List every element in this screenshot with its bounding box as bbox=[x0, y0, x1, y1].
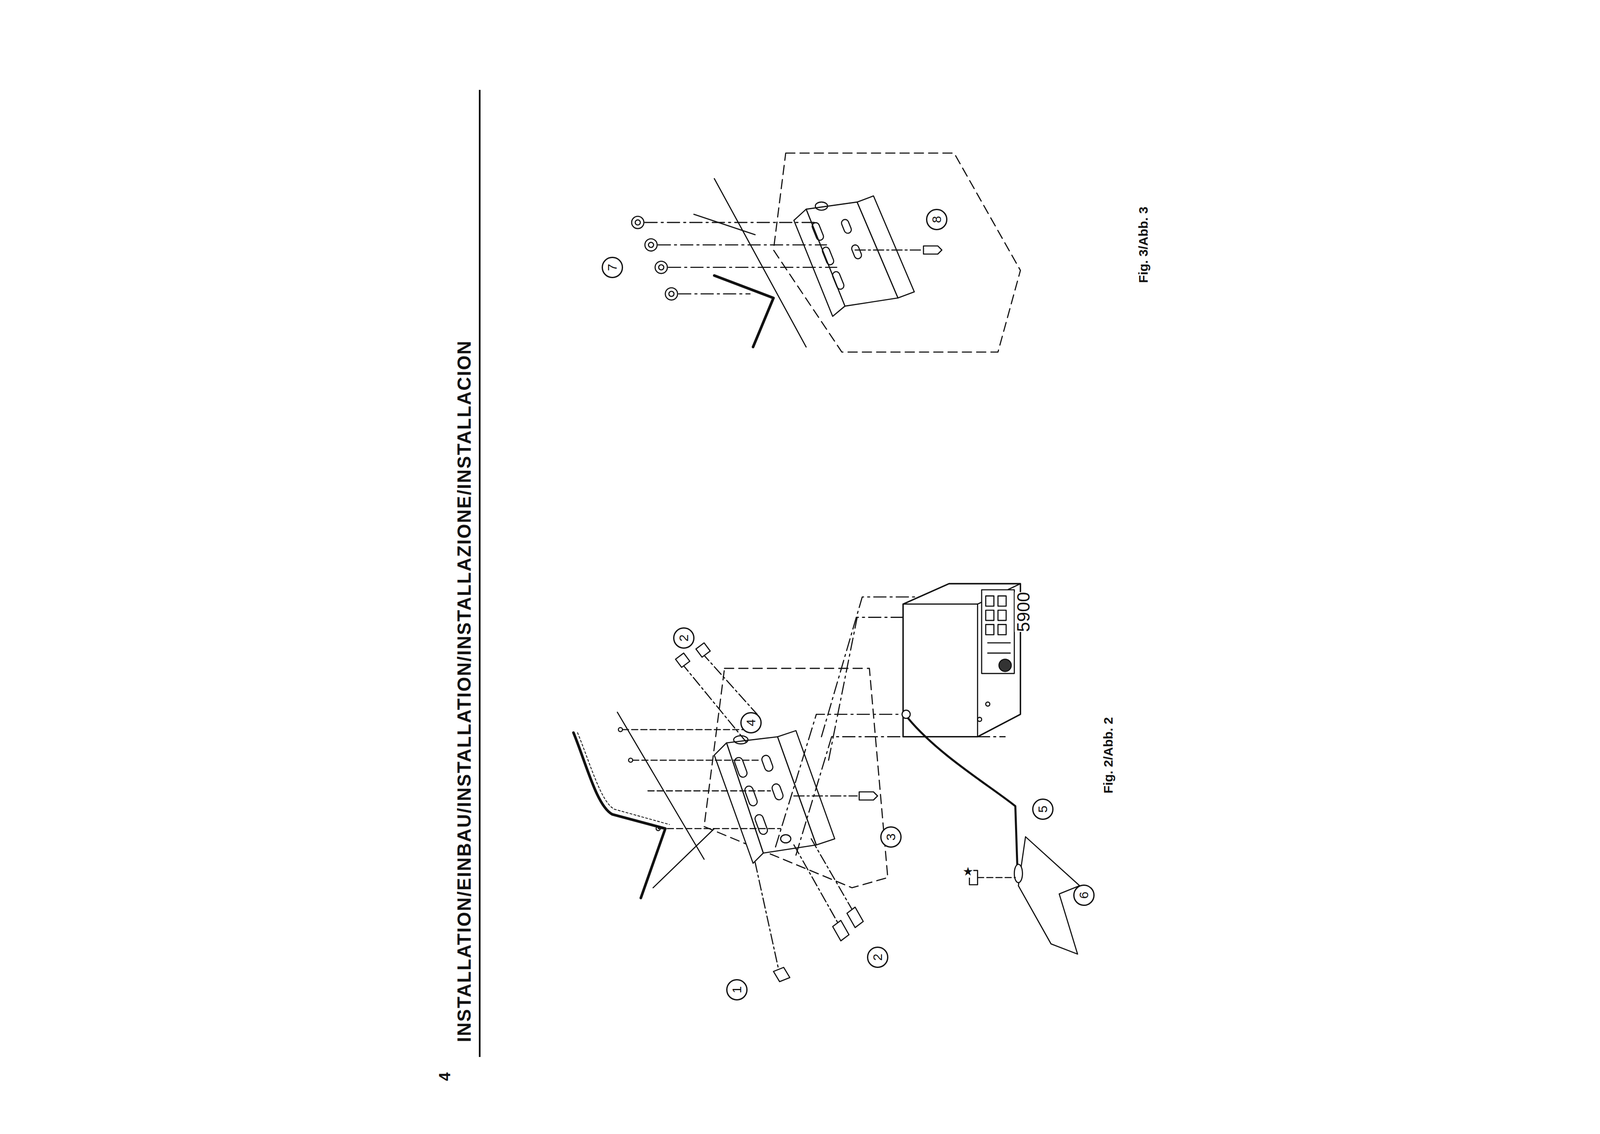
callout-text: 1 bbox=[730, 986, 744, 994]
fig2-drawing bbox=[573, 583, 1080, 982]
model-number: 5900 bbox=[1014, 591, 1033, 632]
callout-number: 2 bbox=[673, 627, 695, 649]
callout-number: 6 bbox=[1073, 884, 1095, 906]
callout-number: 7 bbox=[601, 256, 624, 279]
callout-text: 2 bbox=[871, 953, 885, 962]
star-note: ★ bbox=[962, 865, 974, 878]
fig3-drawing bbox=[631, 153, 1021, 353]
callout-text: 5 bbox=[1036, 805, 1050, 814]
callout-number: 8 bbox=[926, 208, 948, 231]
callout-text: 8 bbox=[930, 216, 944, 224]
page-number: 4 bbox=[437, 1072, 453, 1081]
callout-number: 3 bbox=[880, 826, 902, 848]
page-title: INSTALLATION/EINBAU/INSTALLATION/INSTALL… bbox=[454, 340, 474, 1043]
callout-number: 1 bbox=[726, 979, 748, 1001]
figure-caption: Fig. 2/Abb. 2 bbox=[1101, 717, 1115, 794]
callout-text: 4 bbox=[744, 719, 758, 727]
callout-text: 3 bbox=[884, 833, 898, 841]
callout-number: 5 bbox=[1032, 798, 1054, 820]
title-rule bbox=[478, 89, 481, 1057]
callout-text: 6 bbox=[1077, 891, 1091, 900]
callout-number: 2 bbox=[866, 946, 889, 968]
callout-number: 4 bbox=[740, 712, 762, 734]
callout-text: 2 bbox=[677, 634, 691, 642]
figure-caption: Fig. 3/Abb. 3 bbox=[1136, 206, 1150, 283]
callout-text: 7 bbox=[605, 264, 619, 272]
